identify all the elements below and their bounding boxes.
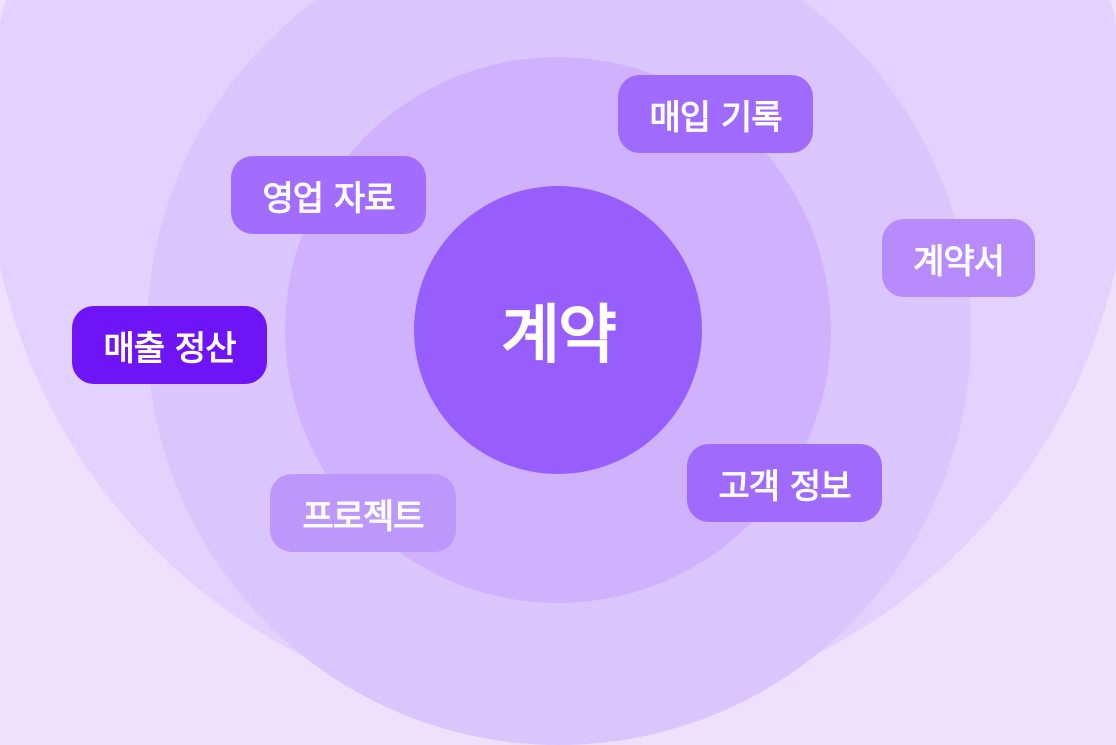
node-purchase-records: 매입 기록 [618,75,813,153]
node-customer-info: 고객 정보 [687,444,882,522]
node-sales-settlement: 매출 정산 [72,306,267,384]
node-contract-document: 계약서 [882,219,1035,297]
node-project: 프로젝트 [270,474,456,552]
center-node-contract: 계약 [414,186,702,474]
node-sales-materials: 영업 자료 [231,156,426,234]
